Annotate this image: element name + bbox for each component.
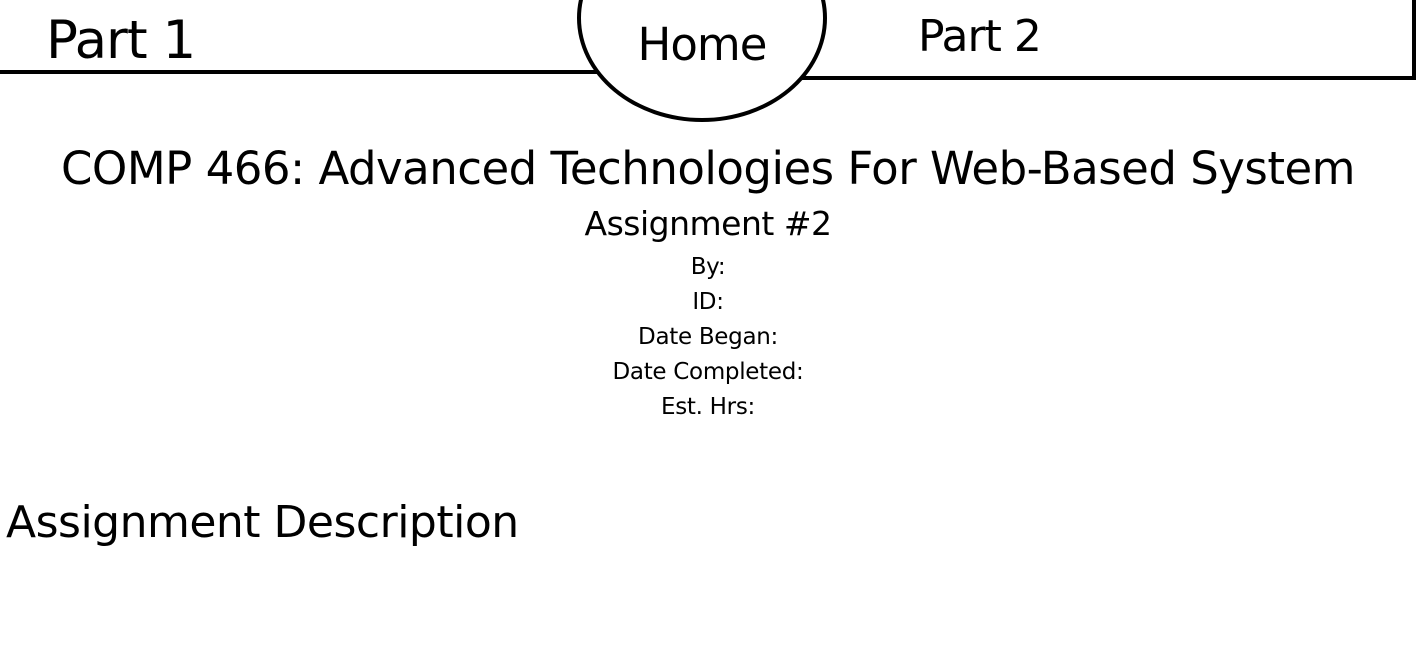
nav-link-part-1[interactable]: Part 1 <box>46 10 196 71</box>
meta-date-completed-label: Date Completed: <box>612 359 804 385</box>
assignment-title: Assignment #2 <box>584 204 832 243</box>
nav-home-label: Home <box>637 18 768 71</box>
nav-left-underline <box>0 70 600 74</box>
nav-home-button[interactable]: Home <box>577 0 827 122</box>
meta-id-label: ID: <box>692 289 724 315</box>
course-title: COMP 466: Advanced Technologies For Web-… <box>60 142 1356 195</box>
section-heading: Assignment Description <box>6 497 519 548</box>
nav-link-part-2[interactable]: Part 2 <box>918 11 1042 62</box>
meta-by-label: By: <box>690 254 726 280</box>
meta-date-began-label: Date Began: <box>638 324 778 350</box>
nav-right-frame <box>800 0 1416 80</box>
assignment-meta-list: By: ID: Date Began: Date Completed: Est.… <box>0 250 1416 425</box>
meta-est-hrs-label: Est. Hrs: <box>661 394 755 420</box>
